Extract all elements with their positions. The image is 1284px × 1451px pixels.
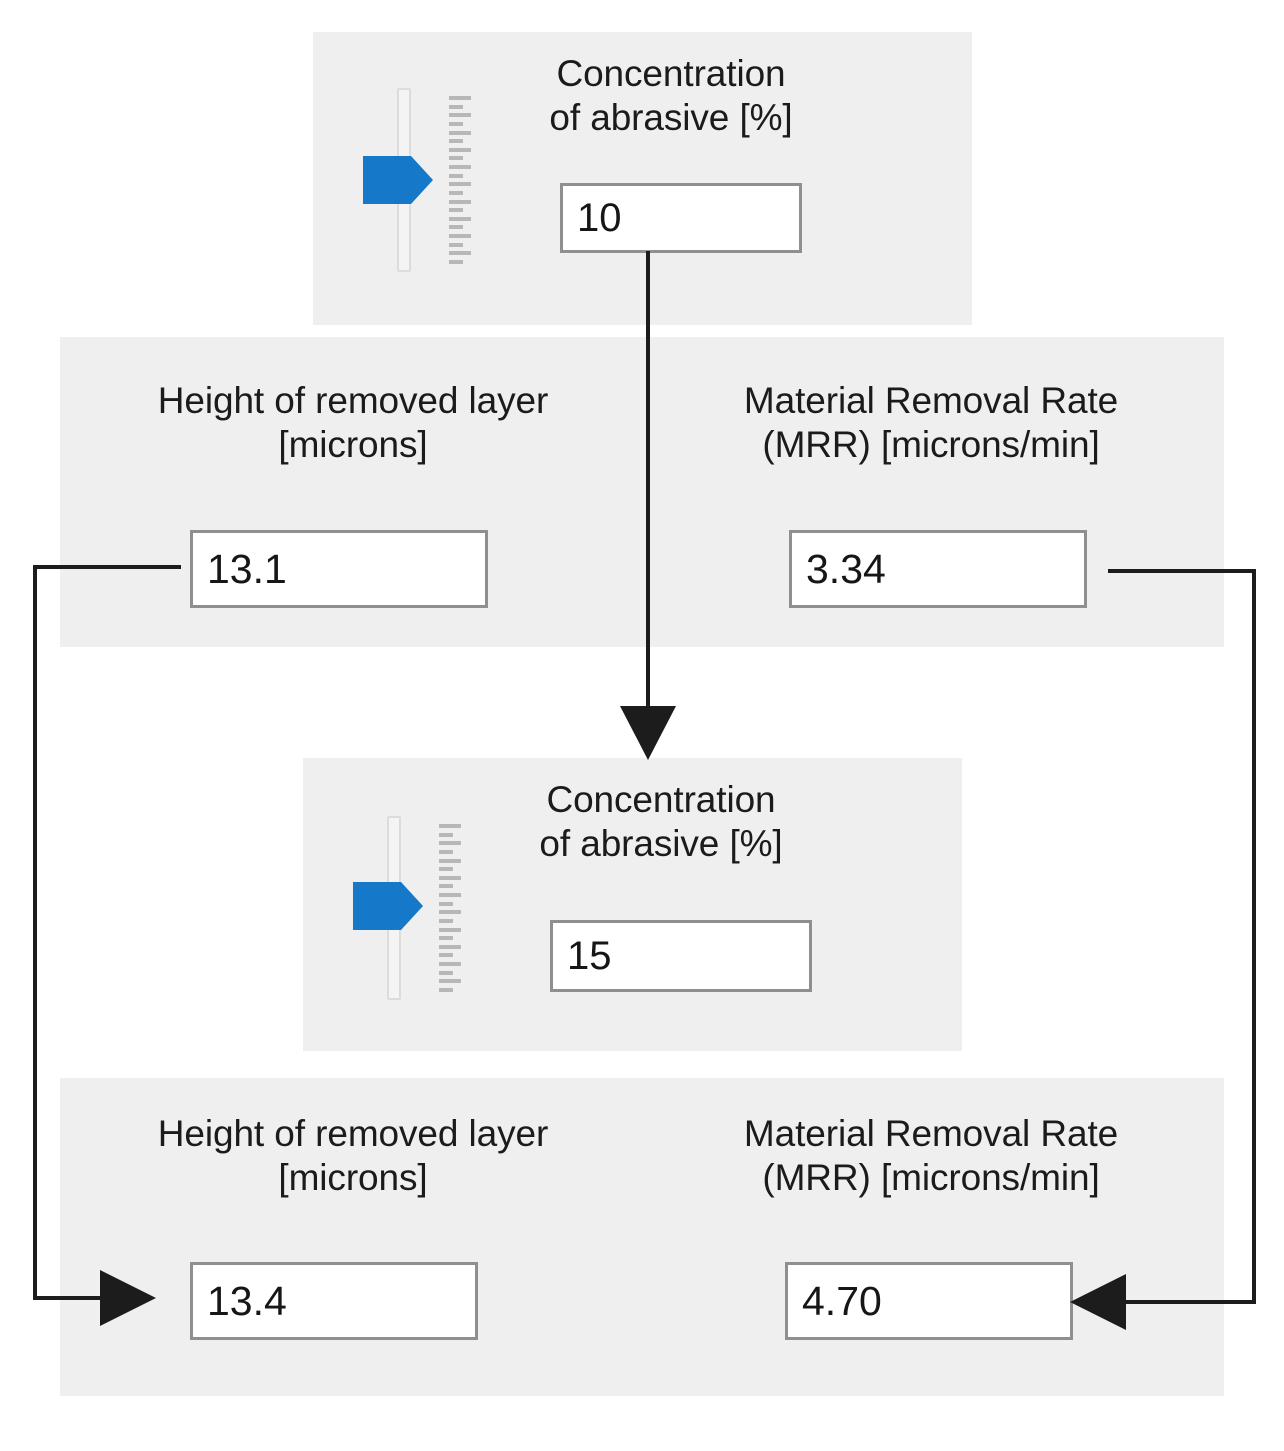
label-mrr-bottom: Material Removal Rate (MRR) [microns/min… [743, 1113, 1119, 1198]
slider-concentration-bottom[interactable] [353, 816, 463, 1000]
label-concentration-top: Concentration of abrasive [%] [549, 53, 793, 138]
panel-results-top-right: Material Removal Rate (MRR) [microns/min… [650, 337, 1224, 647]
field-height-removed-top[interactable]: 13.1 [190, 530, 488, 608]
field-concentration-bottom[interactable]: 15 [550, 920, 812, 992]
label-concentration-bottom: Concentration of abrasive [%] [539, 779, 783, 864]
field-concentration-top[interactable]: 10 [560, 183, 802, 253]
panel-results-top-left: Height of removed layer [microns] 13.1 [60, 337, 646, 647]
connector-height-top-segment [33, 565, 181, 569]
slider-tick-marks [449, 96, 471, 264]
right-arrowhead-icon [100, 1270, 156, 1326]
connector-height-vertical-segment [33, 565, 37, 1300]
panel-input-concentration-bottom: Concentration of abrasive [%] 15 [303, 758, 962, 1051]
field-mrr-top[interactable]: 3.34 [789, 530, 1087, 608]
slider-tick-marks [439, 824, 461, 992]
connector-mrr-vertical-segment [1252, 569, 1256, 1304]
down-arrowhead-icon [620, 706, 676, 760]
connector-mrr-top-segment [1108, 569, 1256, 573]
left-arrowhead-icon [1070, 1274, 1126, 1330]
connector-concentration-flow-line [646, 251, 650, 711]
slider-concentration-top[interactable] [363, 88, 473, 272]
field-value: 3.34 [806, 545, 886, 592]
field-mrr-bottom[interactable]: 4.70 [785, 1262, 1073, 1340]
field-value: 13.1 [207, 545, 287, 592]
label-height-removed-bottom: Height of removed layer [microns] [157, 1113, 549, 1198]
connector-height-bottom-segment [33, 1296, 105, 1300]
connector-mrr-bottom-segment [1124, 1300, 1256, 1304]
panel-input-concentration-top: Concentration of abrasive [%] 10 [313, 32, 972, 325]
field-value: 4.70 [802, 1277, 882, 1324]
field-height-removed-bottom[interactable]: 13.4 [190, 1262, 478, 1340]
right-arrow-thumb-icon[interactable] [363, 152, 435, 208]
field-value: 13.4 [207, 1277, 287, 1324]
panel-results-bottom: Height of removed layer [microns] 13.4 M… [60, 1078, 1224, 1396]
label-height-removed-top: Height of removed layer [microns] [157, 380, 549, 465]
label-mrr-top: Material Removal Rate (MRR) [microns/min… [743, 380, 1119, 465]
right-arrow-thumb-icon[interactable] [353, 878, 425, 934]
field-value: 10 [577, 195, 622, 240]
field-value: 15 [567, 933, 612, 978]
